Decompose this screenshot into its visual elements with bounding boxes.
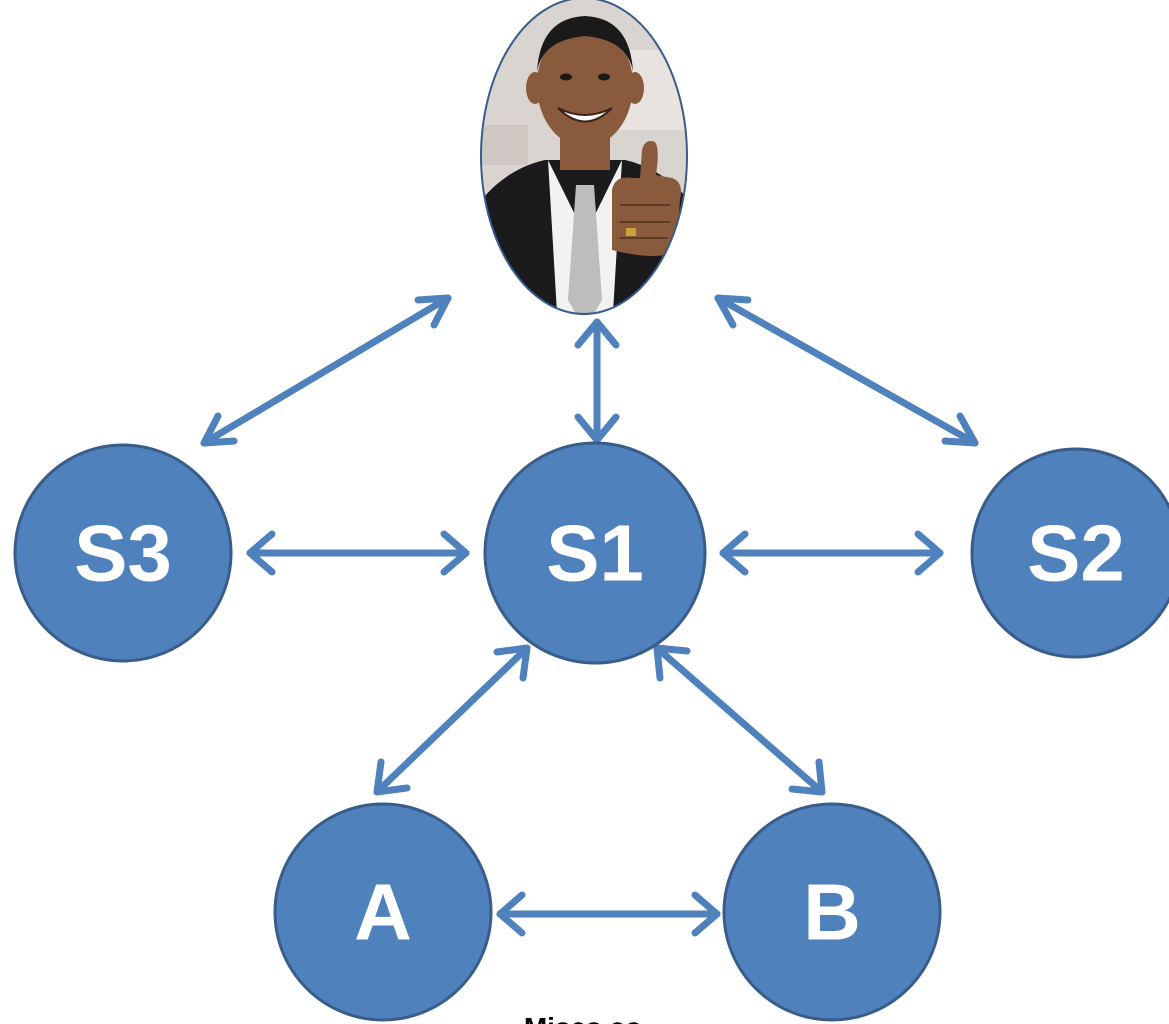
node-b: B	[722, 802, 942, 1022]
arrow-s1-b	[653, 644, 826, 796]
arrow-s1-s2	[719, 530, 944, 576]
person-thumbs-up-photo-icon	[481, 0, 687, 314]
node-s1-label: S1	[546, 509, 644, 598]
node-a-label: A	[354, 868, 412, 957]
top-photo-node	[480, 0, 688, 315]
edges-group	[200, 294, 979, 937]
node-s3: S3	[13, 443, 233, 663]
photo-frame	[480, 0, 688, 315]
arrow-top-s1	[574, 318, 620, 444]
caption-text: Mises.co	[524, 1012, 642, 1024]
node-a: A	[273, 802, 493, 1022]
arrow-s1-a	[373, 644, 531, 796]
node-s2: S2	[970, 447, 1169, 659]
arrow-s3-s1	[246, 530, 470, 576]
node-s1: S1	[483, 441, 707, 665]
node-s3-label: S3	[74, 509, 172, 598]
arrow-top-s2	[714, 294, 979, 447]
node-b-label: B	[803, 868, 861, 957]
arrow-a-b	[496, 891, 721, 937]
arrow-top-s3	[200, 294, 452, 447]
node-s2-label: S2	[1027, 509, 1125, 598]
